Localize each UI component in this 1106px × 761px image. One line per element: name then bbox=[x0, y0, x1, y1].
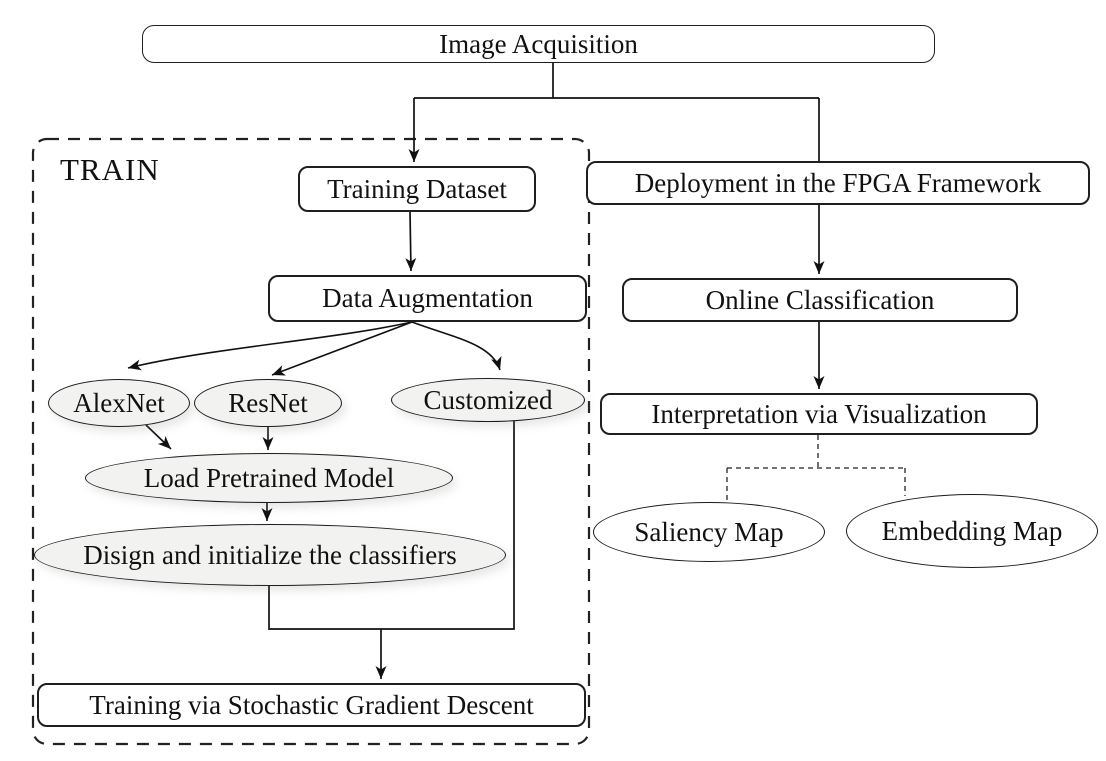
node-training-sgd-label: Training via Stochastic Gradient Descent bbox=[89, 689, 534, 720]
node-load-pretrained-model: Load Pretrained Model bbox=[85, 453, 453, 503]
node-online-classification: Online Classification bbox=[622, 278, 1018, 322]
node-interpretation-visualization-label: Interpretation via Visualization bbox=[651, 398, 987, 429]
node-image-acquisition-label: Image Acquisition bbox=[439, 28, 638, 59]
node-online-classification-label: Online Classification bbox=[705, 284, 935, 315]
node-data-augmentation-label: Data Augmentation bbox=[322, 283, 533, 313]
node-deployment-fpga: Deployment in the FPGA Framework bbox=[586, 161, 1090, 205]
edge-merge-design-customized bbox=[268, 420, 515, 630]
edge-interpretation-fanout-dashed bbox=[726, 435, 906, 500]
edge-split-line bbox=[414, 63, 819, 99]
train-group-label: TRAIN bbox=[60, 152, 160, 187]
node-data-augmentation: Data Augmentation bbox=[268, 275, 587, 322]
node-customized-label: Customized bbox=[423, 384, 553, 415]
node-resnet-label: ResNet bbox=[228, 387, 308, 418]
edge-alexnet-to-load bbox=[145, 424, 172, 450]
node-alexnet: AlexNet bbox=[48, 379, 190, 427]
edge-augmentation-to-resnet bbox=[271, 321, 413, 376]
node-deployment-fpga-label: Deployment in the FPGA Framework bbox=[634, 167, 1042, 198]
node-embedding-map: Embedding Map bbox=[846, 494, 1098, 568]
node-training-dataset-label: Training Dataset bbox=[327, 173, 507, 204]
node-image-acquisition: Image Acquisition bbox=[142, 25, 935, 63]
node-design-initialize-classifiers: Disign and initialize the classifiers bbox=[34, 524, 506, 586]
edge-augmentation-to-customized bbox=[411, 321, 502, 371]
node-design-initialize-classifiers-label: Disign and initialize the classifiers bbox=[83, 539, 457, 570]
node-embedding-map-label: Embedding Map bbox=[881, 515, 1063, 546]
node-interpretation-visualization: Interpretation via Visualization bbox=[600, 393, 1038, 435]
train-group-border bbox=[31, 137, 591, 746]
node-resnet: ResNet bbox=[194, 379, 342, 427]
node-alexnet-label: AlexNet bbox=[73, 387, 165, 418]
edge-augmentation-to-alexnet bbox=[127, 321, 413, 371]
node-saliency-map: Saliency Map bbox=[593, 502, 825, 562]
node-customized: Customized bbox=[391, 378, 585, 422]
node-training-sgd: Training via Stochastic Gradient Descent bbox=[37, 683, 586, 727]
edge-dataset-to-augmentation bbox=[405, 211, 417, 272]
node-load-pretrained-model-label: Load Pretrained Model bbox=[143, 462, 395, 493]
node-training-dataset: Training Dataset bbox=[298, 166, 536, 212]
node-saliency-map-label: Saliency Map bbox=[634, 516, 784, 547]
